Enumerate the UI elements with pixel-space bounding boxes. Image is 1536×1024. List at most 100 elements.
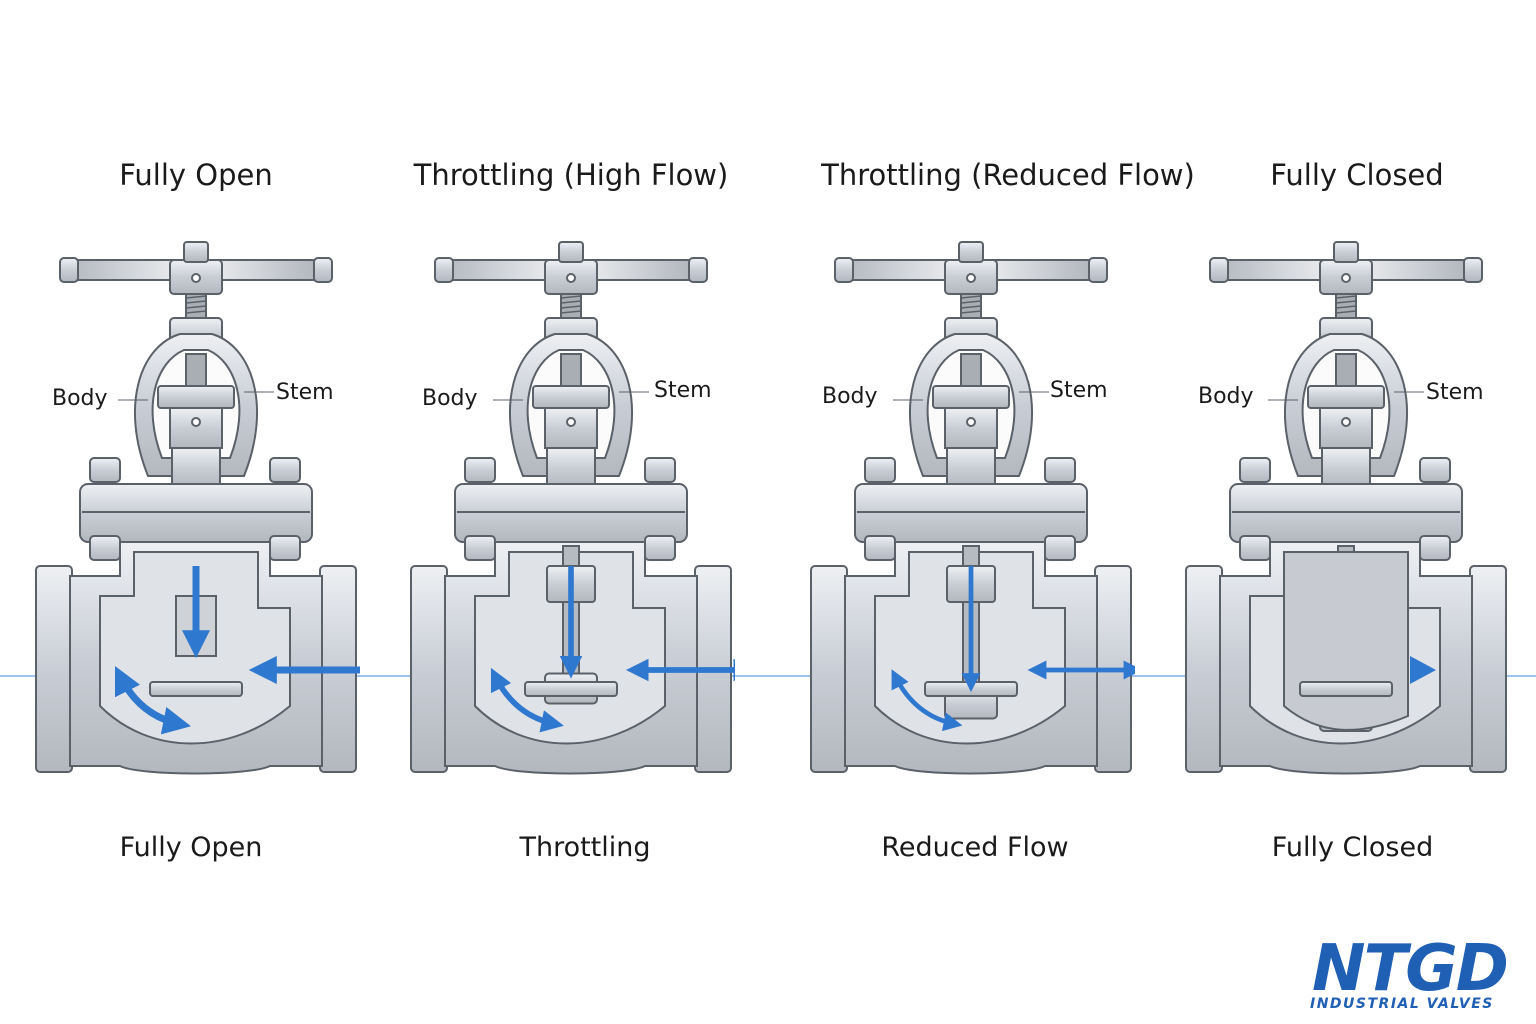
valve-throttling-reduced xyxy=(810,241,1135,775)
stem-label: Stem xyxy=(654,378,712,403)
stem-thread xyxy=(960,305,982,309)
bonnet-bolt xyxy=(1044,535,1076,561)
handwheel-grip xyxy=(688,257,708,283)
stem-thread xyxy=(560,300,582,304)
stem-thread xyxy=(960,310,982,314)
bonnet-neck xyxy=(1321,447,1371,489)
flow-arrow-curve xyxy=(490,667,564,733)
panel-title-throttling-reduced: Throttling (Reduced Flow) xyxy=(821,158,1195,192)
inlet-flange xyxy=(1185,565,1223,773)
body-label: Body xyxy=(422,386,478,411)
valve-seat xyxy=(524,681,618,697)
bonnet-neck xyxy=(546,447,596,489)
body-label: Body xyxy=(822,384,878,409)
panel-title-throttling-high: Throttling (High Flow) xyxy=(413,158,729,192)
valve-fully-closed xyxy=(1185,241,1507,775)
gland-bolt xyxy=(191,417,201,427)
bonnet-bolt xyxy=(464,457,496,483)
stem-thread xyxy=(185,305,207,309)
hub-bolt xyxy=(566,273,576,283)
stem xyxy=(960,353,982,389)
bonnet-bolt xyxy=(644,457,676,483)
handwheel-grip xyxy=(1463,257,1483,283)
valve-throttling-high xyxy=(410,241,735,775)
hub-bolt xyxy=(966,273,976,283)
bonnet-bolt xyxy=(89,535,121,561)
stem-thread xyxy=(1335,305,1357,309)
handwheel-grip xyxy=(1209,257,1229,283)
valve-seat xyxy=(149,681,243,697)
bonnet-bolt xyxy=(269,535,301,561)
bonnet-neck xyxy=(946,447,996,489)
handwheel-grip xyxy=(313,257,333,283)
stem-thread xyxy=(185,300,207,304)
panel-caption-fully-closed: Fully Closed xyxy=(1271,832,1434,863)
stem xyxy=(185,353,207,389)
valve-seat xyxy=(1299,681,1393,697)
bonnet-bolt xyxy=(644,535,676,561)
bonnet-bolt xyxy=(1419,457,1451,483)
valve-closed-plug xyxy=(1283,551,1409,731)
flow-arrow-curve xyxy=(891,669,963,732)
stem-cap xyxy=(558,241,584,263)
bonnet-bolt xyxy=(464,535,496,561)
hub-bolt xyxy=(1341,273,1351,283)
stem-thread xyxy=(1335,300,1357,304)
logo-mark: NTGD xyxy=(1312,932,1509,1006)
bonnet-bolt xyxy=(1419,535,1451,561)
gland-flange xyxy=(1307,385,1385,409)
company-logo: NTGD INDUSTRIAL VALVES xyxy=(1306,934,1520,1020)
handwheel-grip xyxy=(59,257,79,283)
bonnet-bolt xyxy=(89,457,121,483)
handwheel-grip xyxy=(434,257,454,283)
inlet-flange xyxy=(810,565,848,773)
stem-cap xyxy=(958,241,984,263)
bonnet-bolt xyxy=(269,457,301,483)
stem-thread xyxy=(960,300,982,304)
gland-flange xyxy=(532,385,610,409)
stem xyxy=(560,353,582,389)
outlet-flange xyxy=(1469,565,1507,773)
packing-gland xyxy=(1319,407,1373,449)
hub-bolt xyxy=(191,273,201,283)
handwheel-grip xyxy=(1088,257,1108,283)
flow-arrow-curve xyxy=(114,665,191,735)
stem-label: Stem xyxy=(1050,378,1108,403)
flow-arrow-blocked xyxy=(1410,656,1436,684)
gland-bolt xyxy=(1341,417,1351,427)
stem-cap xyxy=(183,241,209,263)
body-label: Body xyxy=(52,386,108,411)
panel-caption-fully-open: Fully Open xyxy=(119,832,263,863)
bonnet-bolt xyxy=(1239,457,1271,483)
stem-thread xyxy=(960,295,982,299)
body-label: Body xyxy=(1198,384,1254,409)
packing-gland xyxy=(169,407,223,449)
valve-fully-open xyxy=(35,241,360,775)
stem-thread xyxy=(1335,310,1357,314)
stem-cap xyxy=(1333,241,1359,263)
inlet-flange xyxy=(410,565,448,773)
inlet-flange xyxy=(35,565,73,773)
stem xyxy=(1335,353,1357,389)
stem-thread xyxy=(185,295,207,299)
logo-subtitle: INDUSTRIAL VALVES xyxy=(1310,996,1494,1012)
bonnet-bolt xyxy=(1239,535,1271,561)
gland-flange xyxy=(157,385,235,409)
stem-thread xyxy=(1335,295,1357,299)
stem-thread xyxy=(185,310,207,314)
stem-label: Stem xyxy=(1426,380,1484,405)
stem-thread xyxy=(560,310,582,314)
panel-title-fully-closed: Fully Closed xyxy=(1270,158,1444,192)
gland-bolt xyxy=(966,417,976,427)
panel-caption-throttling: Throttling xyxy=(519,832,651,863)
panel-title-fully-open: Fully Open xyxy=(119,158,273,192)
stem-thread xyxy=(560,305,582,309)
handwheel-grip xyxy=(834,257,854,283)
stem-thread xyxy=(560,295,582,299)
bonnet-bolt xyxy=(1044,457,1076,483)
gland-flange xyxy=(932,385,1010,409)
bonnet-bolt xyxy=(864,535,896,561)
bonnet-bolt xyxy=(864,457,896,483)
gland-bolt xyxy=(566,417,576,427)
packing-gland xyxy=(944,407,998,449)
